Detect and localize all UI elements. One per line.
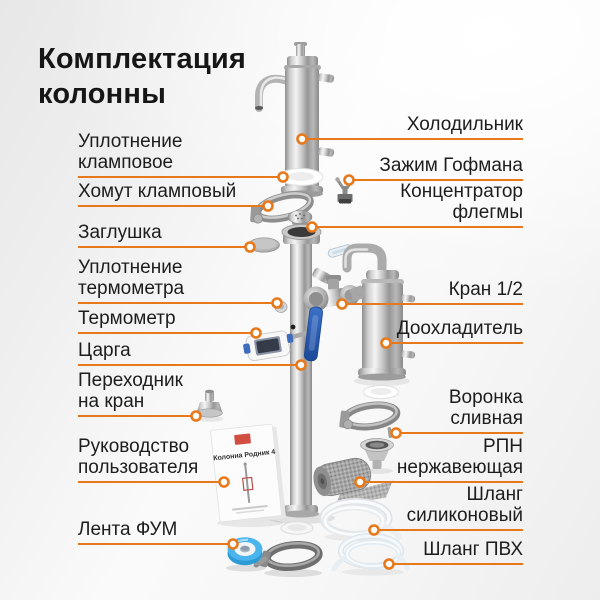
cooler-clamp-illustration <box>339 401 401 431</box>
leader-dot-hofmann-clamp <box>343 174 355 186</box>
label-valve-half-inch: Кран 1/2 <box>448 279 523 300</box>
leader-dot-thermometer-seal <box>271 297 283 309</box>
leader-dot-thermometer <box>250 327 262 339</box>
label-tap-adapter: Переходник на кран <box>78 370 183 412</box>
base-gasket-illustration <box>280 521 314 535</box>
leader-lines-right <box>296 133 523 570</box>
label-drain-funnel: Воронка сливная <box>448 387 523 429</box>
user-manual-illustration: Колонна Родник 4 <box>210 423 286 525</box>
tap-adapter-illustration <box>196 389 223 422</box>
leader-dot-drain-funnel <box>390 427 402 439</box>
clamp-seal-illustration <box>278 168 324 186</box>
label-rpn-packing: РПН нержавеющая <box>396 436 523 478</box>
label-fum-tape: Лента ФУМ <box>78 519 178 540</box>
leader-dot-tsarga <box>295 359 307 371</box>
label-thermometer: Термометр <box>78 308 176 329</box>
leader-dot-valve <box>336 298 348 310</box>
label-after-cooler: Доохладитель <box>396 318 523 339</box>
clamp-illustration <box>250 191 314 224</box>
page-title: Комплектация колонны <box>38 43 246 111</box>
leader-dot-after-cooler <box>380 337 392 349</box>
label-condenser: Холодильник <box>406 114 523 135</box>
leader-dot-rpn <box>354 476 366 488</box>
leader-dot-clamp-seal <box>277 171 289 183</box>
leader-dot-silicone-hose <box>368 524 380 536</box>
label-clamp-seal: Уплотнение кламповое <box>78 131 183 173</box>
leader-lines-left <box>78 171 307 550</box>
label-clamp: Хомут кламповый <box>78 181 237 202</box>
label-hofmann-clamp: Зажим Гофмана <box>379 155 523 176</box>
leader-dot-clamp <box>262 200 274 212</box>
label-user-manual: Руководство пользователя <box>78 436 199 478</box>
leader-dot-plug <box>244 241 256 253</box>
label-plug: Заглушка <box>78 222 162 243</box>
silicone-hose-illustration <box>319 498 402 541</box>
leader-dot-tap-adapter <box>190 410 202 422</box>
cooler-gasket-illustration <box>363 385 399 399</box>
label-tsarga: Царга <box>78 340 131 361</box>
plug-illustration <box>248 237 280 253</box>
leader-dot-fum-tape <box>227 538 239 550</box>
label-thermometer-seal: Уплотнение термометра <box>78 257 185 299</box>
label-reflux-concentrator: Концентратор флегмы <box>400 181 523 223</box>
manual-logo <box>234 433 251 445</box>
drain-funnel-illustration <box>360 438 394 474</box>
label-silicone-hose: Шланг силиконовый <box>406 484 523 526</box>
elbow-pipe-illustration <box>342 243 387 277</box>
leader-dot-user-manual <box>218 476 230 488</box>
pvc-hose-illustration <box>331 533 410 576</box>
leader-dot-condenser <box>296 133 308 145</box>
label-pvc-hose: Шланг ПВХ <box>423 539 523 560</box>
leader-dot-reflux-concentrator <box>306 221 318 233</box>
leader-dot-pvc-hose <box>383 558 395 570</box>
